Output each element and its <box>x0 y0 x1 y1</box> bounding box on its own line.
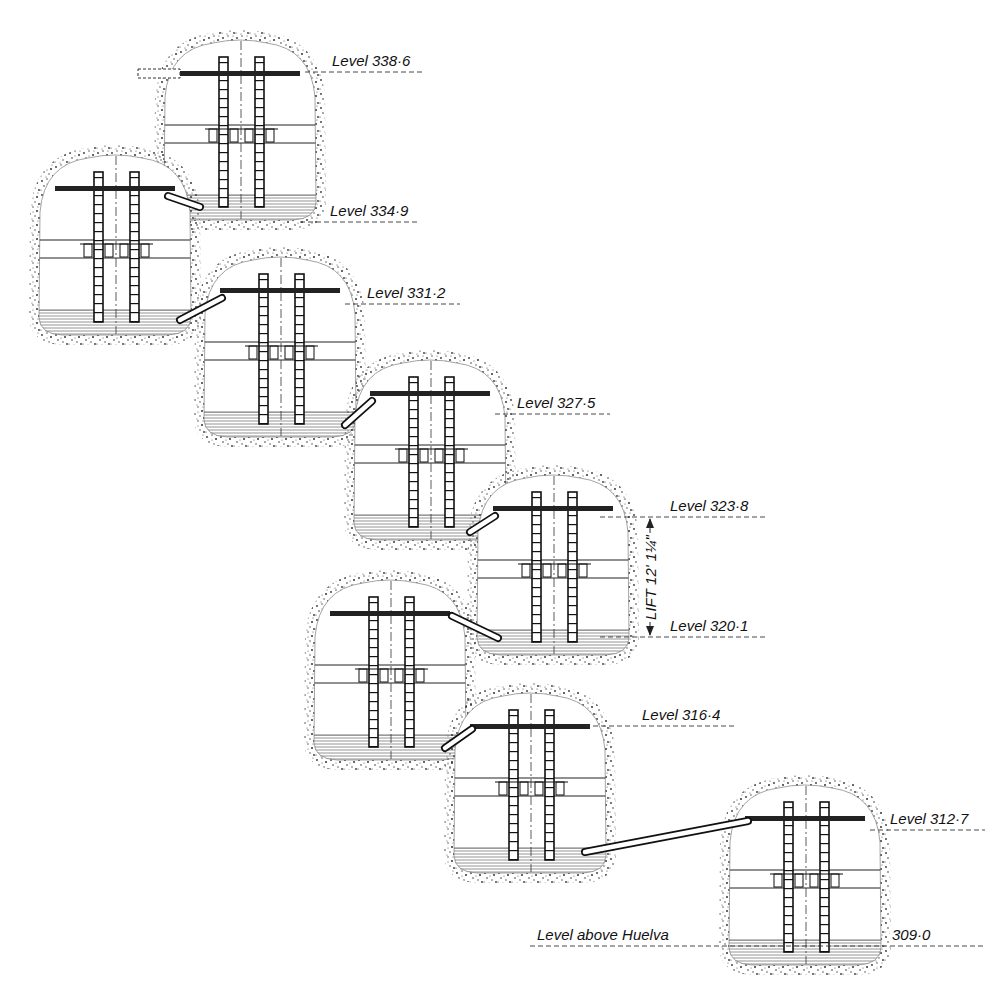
level-label: Level 334·9 <box>328 202 410 219</box>
level-label: Level 320·1 <box>668 617 750 634</box>
level-label: Level 312·7 <box>888 810 970 827</box>
level-label: Level 323·8 <box>668 497 750 514</box>
dimension-label: LIFT 12' 1¼" <box>642 533 659 622</box>
level-label: Level 338·6 <box>330 52 412 69</box>
level-label: Level above Huelva <box>535 926 671 943</box>
level-label: Level 316·4 <box>640 706 722 723</box>
level-label: Level 327·5 <box>515 394 597 411</box>
level-label: Level 331·2 <box>365 284 447 301</box>
level-label: 309·0 <box>890 926 932 943</box>
